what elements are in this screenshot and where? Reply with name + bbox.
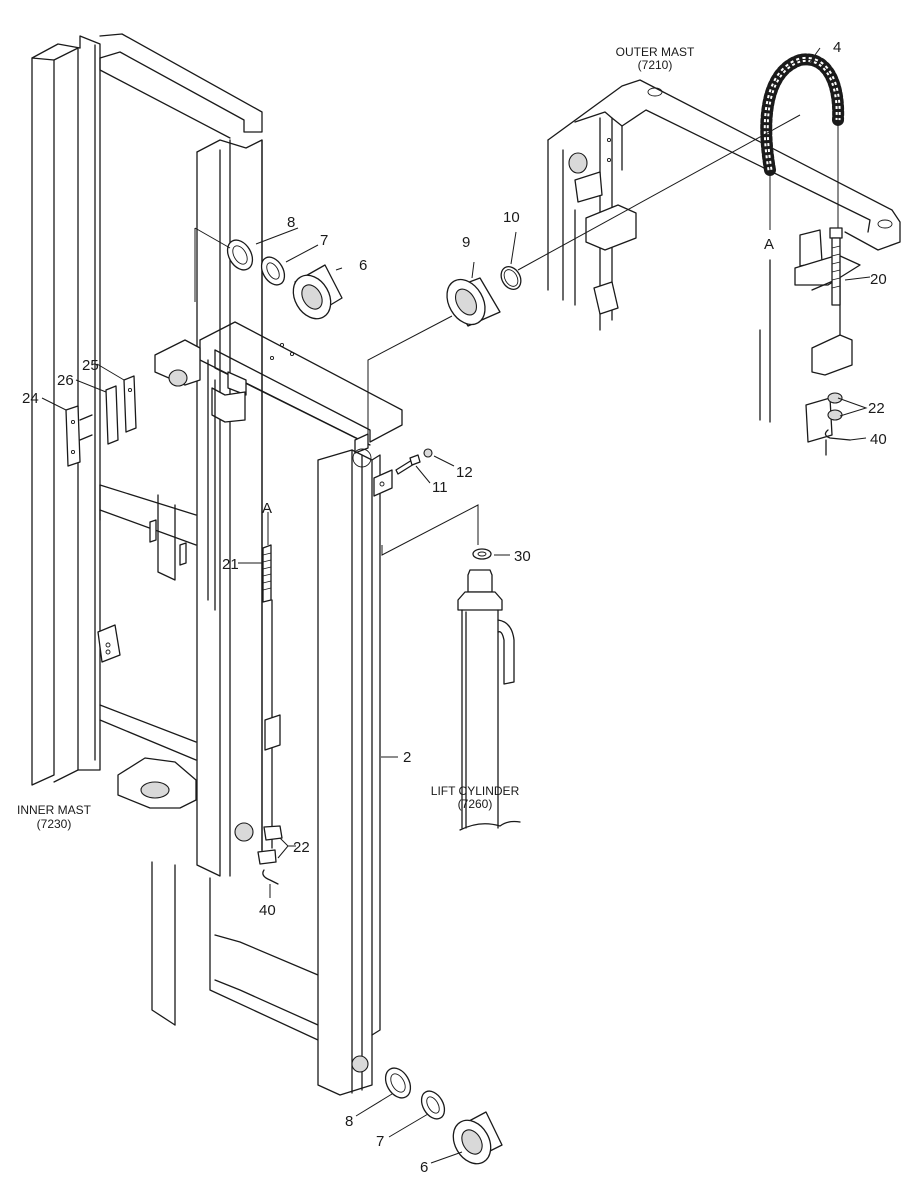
nuts-22-right xyxy=(827,392,843,421)
washer-7-top xyxy=(260,256,286,286)
callout-30: 30 xyxy=(514,548,531,565)
callout-40-right: 40 xyxy=(870,431,887,448)
callout-12: 12 xyxy=(456,464,473,481)
snap-ring-10 xyxy=(500,266,522,290)
callout-20: 20 xyxy=(870,271,887,288)
outer-mast-code: (7210) xyxy=(638,58,673,72)
bearing-6-top xyxy=(292,264,343,320)
nut-12 xyxy=(423,448,433,458)
callout-25: 25 xyxy=(82,357,99,374)
callout-9: 9 xyxy=(462,234,470,251)
bearing-9 xyxy=(446,277,501,327)
callout-10: 10 xyxy=(503,209,520,226)
side-rail-part-2 xyxy=(317,433,393,1096)
callout-8-top: 8 xyxy=(287,214,295,231)
inner-mast-code: (7230) xyxy=(37,817,72,831)
callout-24: 24 xyxy=(22,390,39,407)
callout-11: 11 xyxy=(432,479,448,496)
washer-7-bottom xyxy=(420,1090,446,1120)
callout-22-right: 22 xyxy=(868,400,885,417)
outer-mast-structure xyxy=(547,79,901,456)
callout-8-bottom: 8 xyxy=(345,1113,353,1130)
callout-2: 2 xyxy=(403,749,411,766)
inner-mast-top-bracket xyxy=(154,321,403,446)
callout-22-left: 22 xyxy=(293,839,310,856)
callout-6-bottom: 6 xyxy=(420,1159,428,1176)
cotter-pin-40-right xyxy=(824,429,851,441)
outer-mast-label: OUTER MAST xyxy=(616,45,695,59)
callout-4: 4 xyxy=(833,39,841,56)
lift-cylinder-code: (7260) xyxy=(458,797,493,811)
inner-mast-label: INNER MAST xyxy=(17,803,92,817)
callout-numbers: 2 4 6 6 7 7 8 8 9 10 11 12 20 21 22 22 2… xyxy=(22,39,887,1176)
callout-6-top: 6 xyxy=(359,257,367,274)
washer-8-bottom xyxy=(384,1067,412,1099)
callout-7-top: 7 xyxy=(320,232,328,249)
lift-cylinder-label: LIFT CYLINDER xyxy=(431,784,520,798)
callout-21: 21 xyxy=(222,556,239,573)
rod-assembly-part-21 xyxy=(207,139,283,885)
assembly-labels: OUTER MAST (7210) INNER MAST (7230) LIFT… xyxy=(17,45,695,831)
callout-40-left: 40 xyxy=(259,902,276,919)
inner-mast-structure xyxy=(31,33,319,1041)
chain-anchor-bolt-20 xyxy=(829,227,843,306)
lift-chain xyxy=(760,53,845,176)
reference-a-left: A xyxy=(262,500,272,517)
lift-cylinder xyxy=(457,569,521,831)
callout-26: 26 xyxy=(57,372,74,389)
callout-7-bottom: 7 xyxy=(376,1133,384,1150)
washer-30 xyxy=(472,548,492,560)
plates-24-25-26 xyxy=(65,375,137,467)
bearing-6-bottom xyxy=(452,1111,503,1165)
reference-a-top: A xyxy=(764,236,774,253)
leader-lines xyxy=(41,47,871,1164)
bolt-11 xyxy=(395,454,421,475)
washer-8-top xyxy=(226,239,254,271)
